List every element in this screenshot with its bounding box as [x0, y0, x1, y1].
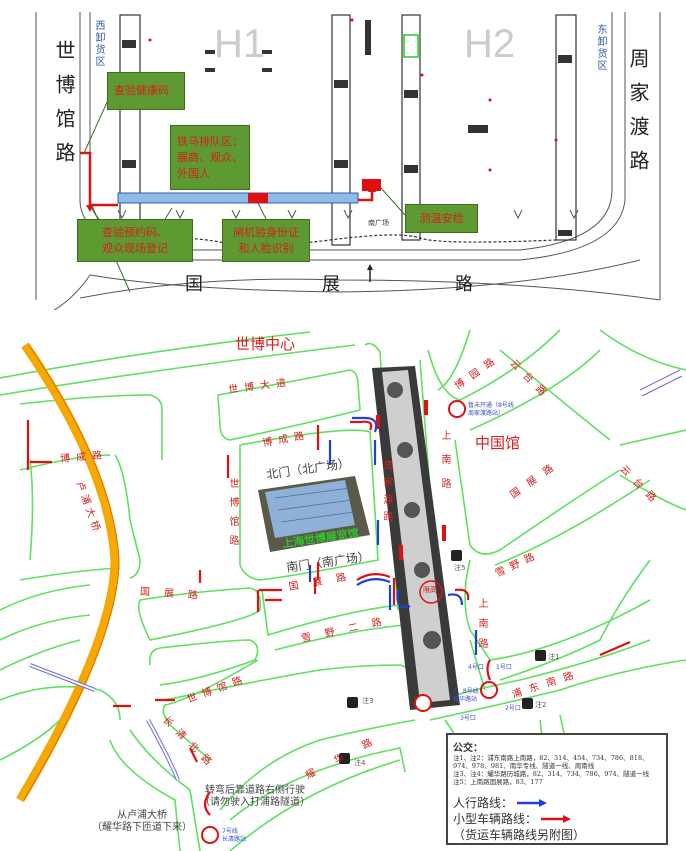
metro-line8-line: 暂未开通（8号线 [468, 402, 514, 409]
road-shibo-guan-west: 世博馆路 [227, 478, 238, 554]
queue-area-line: 外国人 [177, 166, 210, 180]
legend-pedestrian-label: 人行路线： [453, 796, 514, 810]
lupu-bridge-road [16, 342, 120, 803]
south-road-char-1: 国 [185, 274, 203, 295]
security-check-box: 测温安检 [405, 204, 478, 233]
metro-line8-label: 暂未开通（8号线 周家渡路站） [468, 402, 514, 418]
road-shangnan-south: 上南路 [476, 598, 487, 658]
height-limit-sign [419, 580, 443, 604]
bus-stop-3: 注3 [362, 697, 374, 705]
health-code-check-text: 查验健康码 [114, 84, 169, 97]
bus-icons [339, 550, 546, 764]
legend-bus-title: 公交： [453, 743, 483, 754]
legend-bus-line: 974、978、981、南华专线、隧道一线、周南线 [453, 762, 595, 770]
venue-aerial-photo [258, 476, 370, 552]
reservation-line: 观众现场登记 [102, 241, 168, 255]
south-plaza-label: 南广场 [368, 219, 389, 227]
hall-h1-label: H1 [214, 22, 266, 66]
west-road-label: 世博馆路 [52, 40, 76, 176]
legend-bus-line: 注5：上南路国展路，83、177 [453, 778, 543, 786]
map-legend: 公交： 注1、注2：浦东南路上南路，82、314、454、734、786、818… [446, 733, 668, 845]
expo-center-label: 世博中心 [235, 335, 296, 353]
china-pavilion-label: 中国馆 [475, 434, 521, 452]
legend-bus-line: 注3、注4：耀华路历城路，82、314、734、786、974、隧道一线 [453, 770, 650, 778]
south-road-char-3: 路 [455, 274, 473, 295]
turn-note-line: （请勿驶入打浦路隧道） [200, 797, 310, 808]
west-unloading-label: 西卸货区 [93, 20, 104, 68]
bus-stop-5: 注5 [454, 564, 466, 572]
gate-line: 闸机验身份证 [233, 225, 299, 239]
height-limit-label: 限高 [423, 586, 437, 594]
no-uturn-sign [414, 694, 432, 712]
route-arrows [26, 416, 631, 816]
metro-line78-line: 7、8号线 [453, 688, 479, 695]
metro-exit-2: 2号口 [505, 705, 521, 712]
legend-bus-line: 注1、注2：浦东南路上南路，82、314、454、734、786、818、 [453, 754, 649, 762]
metro-icons [201, 400, 498, 844]
metro-exit-1: 1号口 [496, 664, 512, 671]
metro-line78-line: 耀华路站 [453, 696, 478, 703]
bus-stop-2: 注2 [535, 701, 547, 709]
metro-line8-line: 周家渡路站） [468, 410, 505, 417]
legend-vehicle: 小型车辆路线： [453, 811, 661, 827]
legend-vehicle-label: 小型车辆路线： [453, 812, 538, 826]
south-road-char-2: 展 [322, 274, 340, 295]
queue-area-box: 铁马排队区： 展商、观众、 外国人 [170, 125, 250, 190]
bus-stop-4: 注4 [354, 759, 366, 767]
metro-line78-label: 7、8号线 耀华路站 [453, 688, 479, 704]
blue-arrow-icon [517, 799, 548, 807]
legend-freight-note: （货运车辆路线另附图） [453, 828, 586, 842]
road-zhoujiadu: 周家渡路 [381, 460, 392, 528]
metro-exit-3: 3号口 [460, 715, 476, 722]
from-bridge-line: （耀华路下匝道下来） [92, 822, 192, 833]
red-arrow-icon [541, 815, 572, 823]
health-code-check-box: 查验健康码 [107, 72, 185, 110]
security-text: 测温安检 [419, 211, 464, 225]
queue-area-line: 展商、观众、 [177, 150, 243, 164]
metro-line7-label: 7号线 长清路站 [222, 828, 246, 844]
gate-id-check-box: 闸机验身份证 和人脸识别 [222, 219, 310, 262]
road-shangnan-north: 上南路 [439, 430, 450, 502]
turn-note-line: 转弯后靠道路右侧行驶 [205, 785, 305, 796]
bus-stop-1: 注1 [548, 653, 560, 661]
hall-h2-label: H2 [464, 22, 516, 66]
east-road-label: 周家渡路 [626, 48, 650, 184]
east-unloading-label: 东卸货区 [595, 24, 606, 72]
queue-barrier-bar [117, 192, 359, 204]
gate-line: 和人脸识别 [238, 241, 294, 255]
metro-line7-line: 长清路站 [222, 836, 247, 843]
legend-pedestrian: 人行路线： [453, 795, 661, 811]
metro-line7-line: 7号线 [222, 828, 238, 835]
metro-exit-4: 4号口 [468, 664, 484, 671]
from-bridge-note: 从卢浦大桥 （耀华路下匝道下来） [92, 810, 192, 834]
queue-area-line: 铁马排队区： [177, 134, 243, 148]
turn-instruction-note: 转弯后靠道路右侧行驶 （请勿驶入打浦路隧道） [200, 785, 310, 809]
reservation-check-box: 查验预约码、 观众现场登记 [77, 219, 193, 262]
road-outlines [0, 329, 686, 851]
from-bridge-line: 从卢浦大桥 [117, 810, 167, 821]
reservation-line: 查验预约码、 [102, 225, 168, 239]
